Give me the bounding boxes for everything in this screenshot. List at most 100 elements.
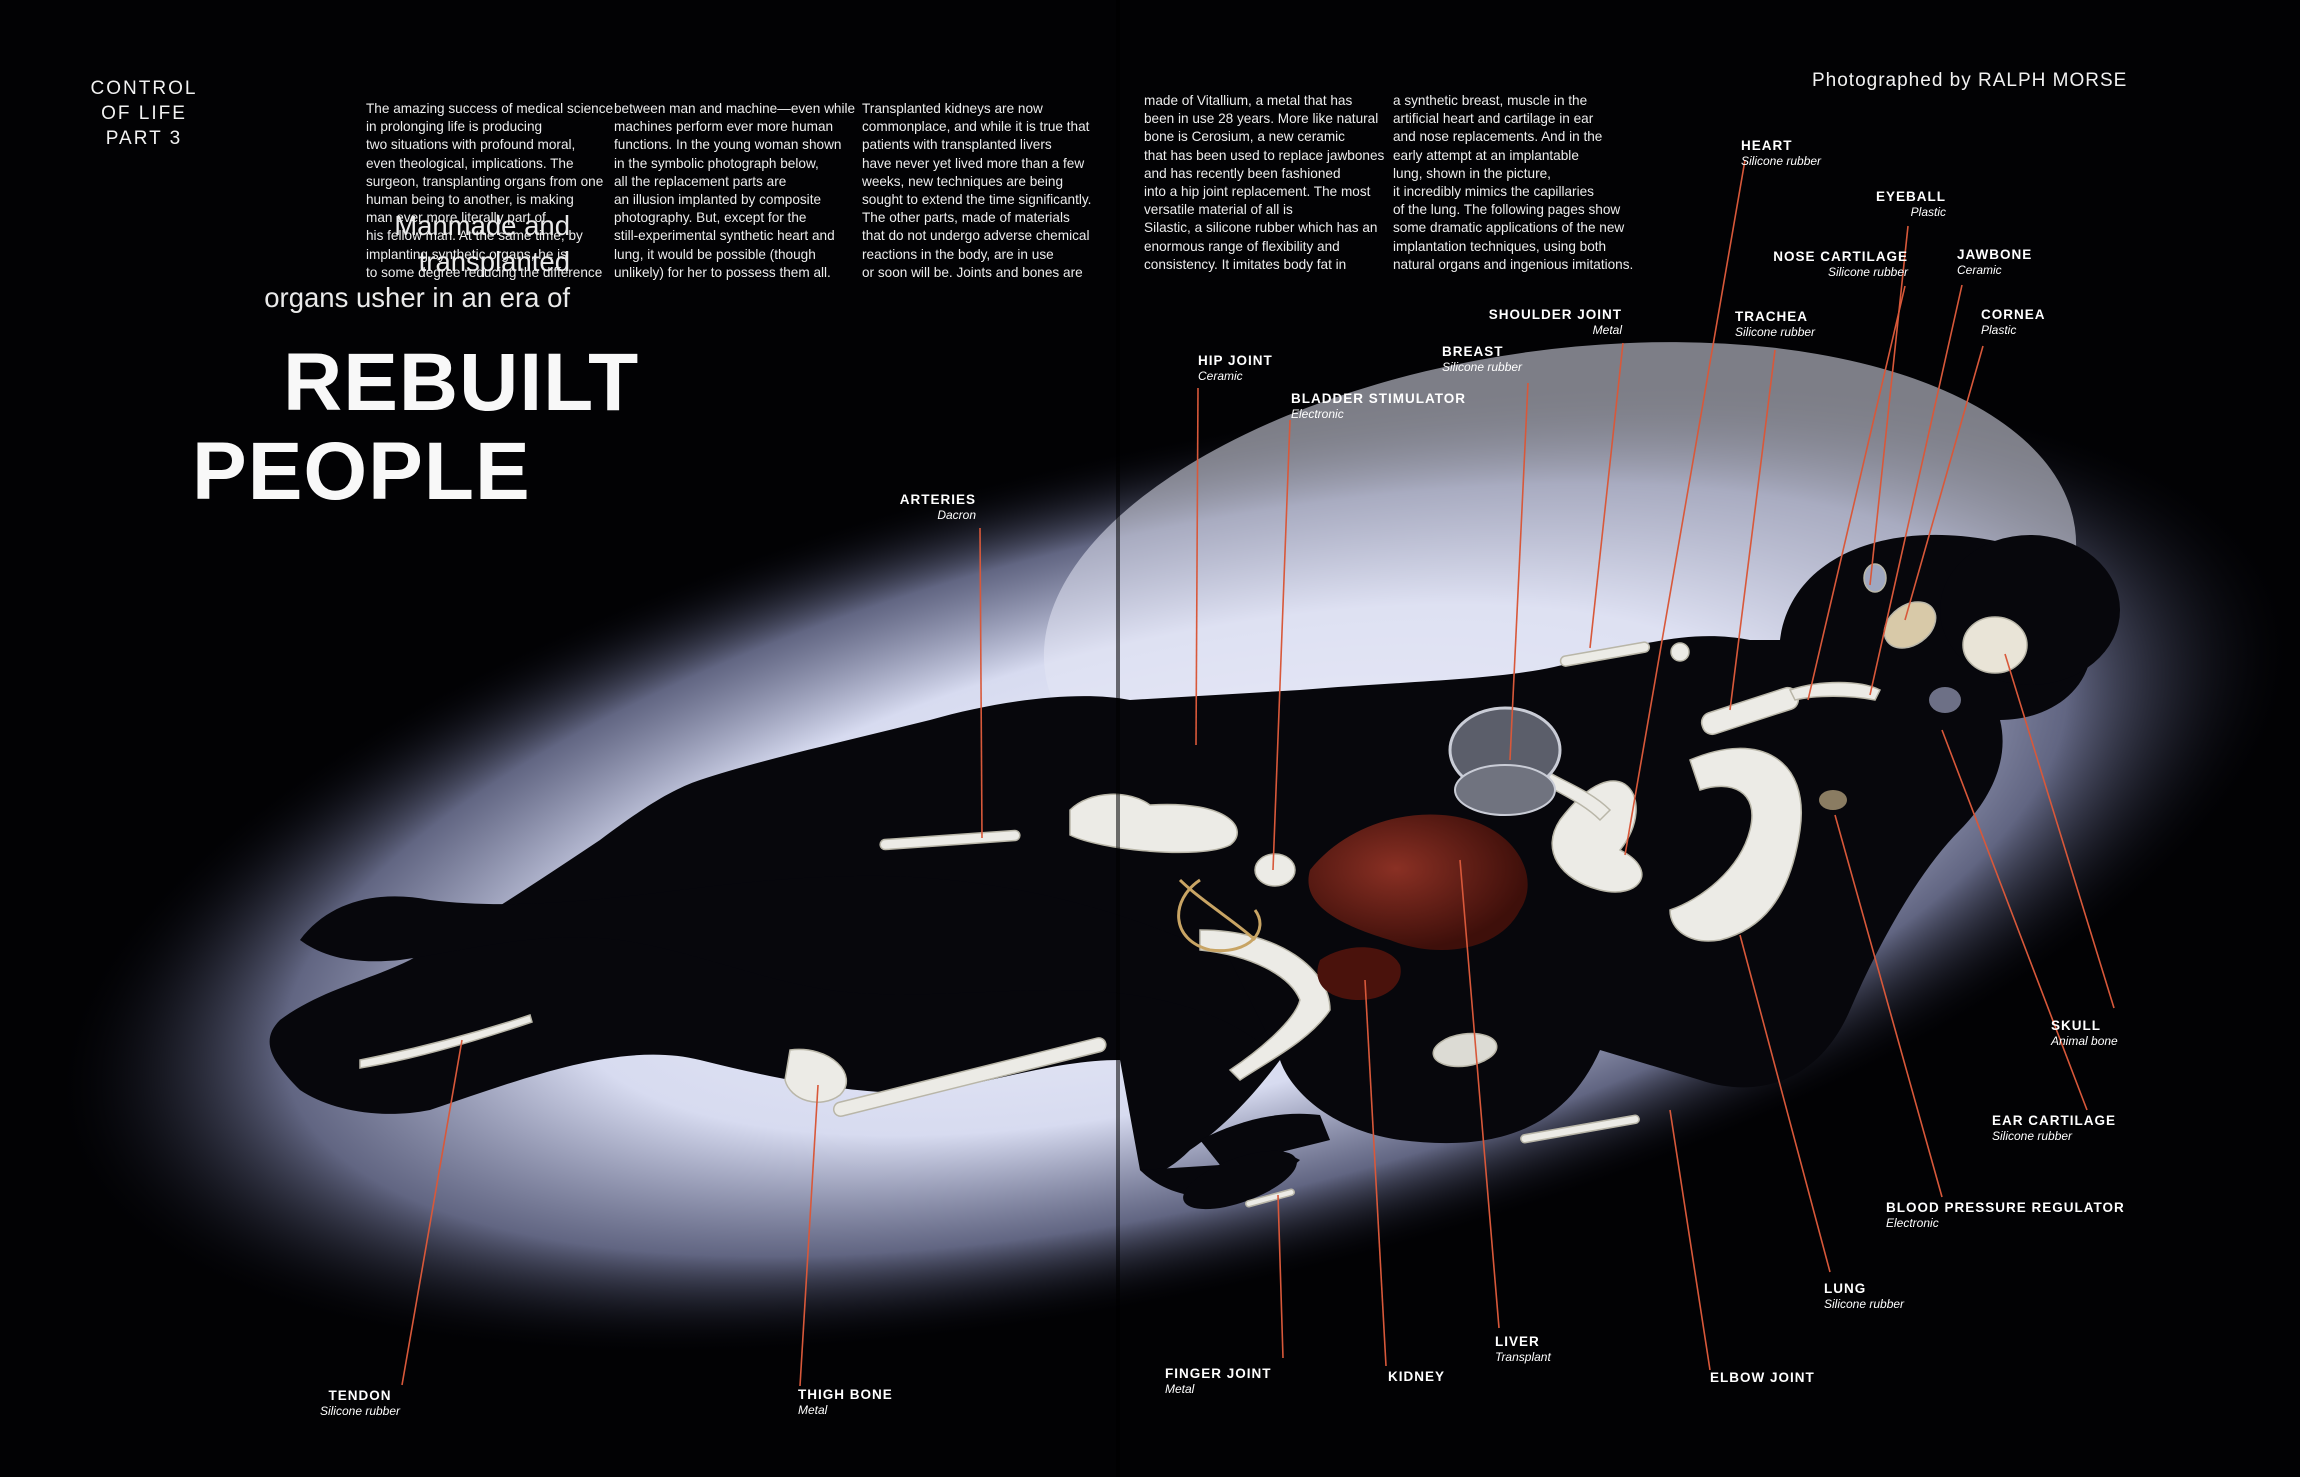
body-line: it incredibly mimics the capillaries: [1393, 184, 1594, 200]
body-line: some dramatic applications of the new: [1393, 220, 1625, 236]
body-line: or soon will be. Joints and bones are: [862, 264, 1083, 280]
body-line: machines perform ever more human: [614, 119, 834, 135]
body-line: man ever more literally part of: [366, 210, 546, 226]
body-line: his fellow man. At the same time, by: [366, 228, 583, 244]
body-line: early attempt at an implantable: [1393, 147, 1579, 163]
leader-lines: [401, 159, 2115, 1387]
label-shoulder-joint: SHOULDER JOINT Metal: [1450, 307, 1622, 337]
body-line: that do not undergo adverse chemical: [862, 228, 1090, 244]
body-line: been in use 28 years. More like natural: [1144, 111, 1379, 127]
deck-line: transplanted: [418, 246, 570, 277]
page-gutter: [1116, 0, 1120, 1477]
label-material: Metal: [1165, 1382, 1195, 1396]
body-column-5: a synthetic breast, muscle in the artifi…: [1393, 92, 1633, 274]
label-jawbone: JAWBONE Ceramic: [1957, 247, 2032, 277]
label-name: EAR CARTILAGE: [1992, 1113, 2116, 1128]
body-line: unlikely) for her to possess them all.: [614, 264, 831, 280]
body-line: and has recently been fashioned: [1144, 165, 1341, 181]
label-trachea: TRACHEA Silicone rubber: [1735, 309, 1815, 339]
body-line: to some degree reducing the difference: [366, 264, 603, 280]
label-name: EYEBALL: [1875, 189, 1946, 204]
label-hip-joint: HIP JOINT Ceramic: [1198, 353, 1273, 383]
label-lung: LUNG Silicone rubber: [1824, 1281, 1904, 1311]
label-material: Metal: [798, 1403, 828, 1417]
label-name: ARTERIES: [899, 492, 976, 507]
label-material: Plastic: [1910, 205, 1946, 219]
body-line: even theological, implications. The: [366, 155, 574, 171]
label-name: LIVER: [1495, 1334, 1540, 1349]
body-line: sought to extend the time significantly.: [862, 192, 1092, 208]
body-line: a synthetic breast, muscle in the: [1393, 93, 1588, 108]
label-kidney: KIDNEY: [1388, 1369, 1445, 1384]
label-name: BLADDER STIMULATOR: [1291, 391, 1466, 406]
body-line: implantation techniques, using both: [1393, 238, 1607, 254]
body-line: made of Vitallium, a metal that has: [1144, 93, 1353, 108]
body-line: The other parts, made of materials: [862, 210, 1070, 226]
body-line: of the lung. The following pages show: [1393, 202, 1621, 218]
label-material: Silicone rubber: [1827, 265, 1908, 279]
label-material: Electronic: [1291, 407, 1344, 421]
label-name: FINGER JOINT: [1165, 1366, 1272, 1381]
label-nose-cartilage: NOSE CARTILAGE Silicone rubber: [1740, 249, 1908, 279]
label-material: Silicone rubber: [1735, 325, 1816, 339]
deck-text: Manmade and transplanted organs usher in…: [70, 208, 570, 316]
label-name: SHOULDER JOINT: [1488, 307, 1622, 322]
body-line: lung, shown in the picture,: [1393, 165, 1551, 181]
headline-line-1: REBUILT: [283, 337, 640, 428]
label-name: SKULL: [2051, 1018, 2101, 1033]
label-tendon: TENDON Silicone rubber: [300, 1388, 420, 1418]
body-line: two situations with profound moral,: [366, 137, 576, 153]
label-name: HIP JOINT: [1198, 353, 1273, 368]
label-skull: SKULL Animal bone: [2051, 1018, 2118, 1048]
label-name: LUNG: [1824, 1281, 1867, 1296]
body-column-2: between man and machine—even while machi…: [614, 100, 855, 282]
body-line: patients with transplanted livers: [862, 137, 1052, 153]
body-line: weeks, new techniques are being: [862, 173, 1064, 189]
label-material: Silicone rubber: [1741, 154, 1822, 168]
label-name: TRACHEA: [1735, 309, 1808, 324]
body-line: surgeon, transplanting organs from one: [366, 173, 604, 189]
label-elbow-joint: ELBOW JOINT: [1710, 1370, 1815, 1385]
body-line: in prolonging life is producing: [366, 119, 543, 135]
label-finger-joint: FINGER JOINT Metal: [1165, 1366, 1272, 1396]
implant-parts: [359, 563, 2028, 1208]
body-line: reactions in the body, are in use: [862, 246, 1054, 262]
label-eyeball: EYEBALL Plastic: [1846, 189, 1946, 219]
body-line: that has been used to replace jawbones: [1144, 147, 1385, 163]
body-line: bone is Cerosium, a new ceramic: [1144, 129, 1345, 145]
label-material: Silicone rubber: [1442, 360, 1523, 374]
label-name: CORNEA: [1981, 307, 2046, 322]
label-breast: BREAST Silicone rubber: [1442, 344, 1522, 374]
label-blood-pressure-regulator: BLOOD PRESSURE REGULATOR Electronic: [1886, 1200, 2125, 1230]
label-name: NOSE CARTILAGE: [1773, 249, 1908, 264]
label-name: ELBOW JOINT: [1710, 1370, 1815, 1385]
body-line: implanting synthetic organs, he is: [366, 246, 567, 262]
label-name: BREAST: [1442, 344, 1504, 359]
body-line: still-experimental synthetic heart and: [614, 228, 835, 244]
label-material: Metal: [1592, 323, 1622, 337]
label-material: Ceramic: [1957, 263, 2002, 277]
label-arteries: ARTERIES Dacron: [850, 492, 976, 522]
body-line: an illusion implanted by composite: [614, 192, 822, 208]
label-name: JAWBONE: [1957, 247, 2033, 262]
body-line: versatile material of all is: [1144, 202, 1293, 218]
body-line: and nose replacements. And in the: [1393, 129, 1603, 145]
label-name: KIDNEY: [1388, 1369, 1446, 1384]
body-line: natural organs and ingenious imitations.: [1393, 256, 1634, 272]
organ-parts: [1177, 687, 1961, 1000]
body-line: consistency. It imitates body fat in: [1144, 256, 1347, 272]
body-line: into a hip joint replacement. The most: [1144, 184, 1371, 200]
body-line: between man and machine—even while: [614, 101, 856, 116]
body-column-4: made of Vitallium, a metal that has been…: [1144, 92, 1384, 274]
body-column-1: The amazing success of medical science i…: [366, 100, 613, 282]
body-line: artificial heart and cartilage in ear: [1393, 111, 1594, 127]
body-line: The amazing success of medical science: [366, 101, 614, 116]
section-kicker: CONTROL OF LIFE PART 3: [44, 76, 244, 151]
body-line: all the replacement parts are: [614, 173, 787, 189]
label-name: TENDON: [328, 1388, 392, 1403]
photo-credit: Photographed by RALPH MORSE: [1812, 70, 2128, 91]
deck-line: Manmade and: [394, 210, 570, 241]
headline-line-2: PEOPLE: [192, 426, 531, 517]
